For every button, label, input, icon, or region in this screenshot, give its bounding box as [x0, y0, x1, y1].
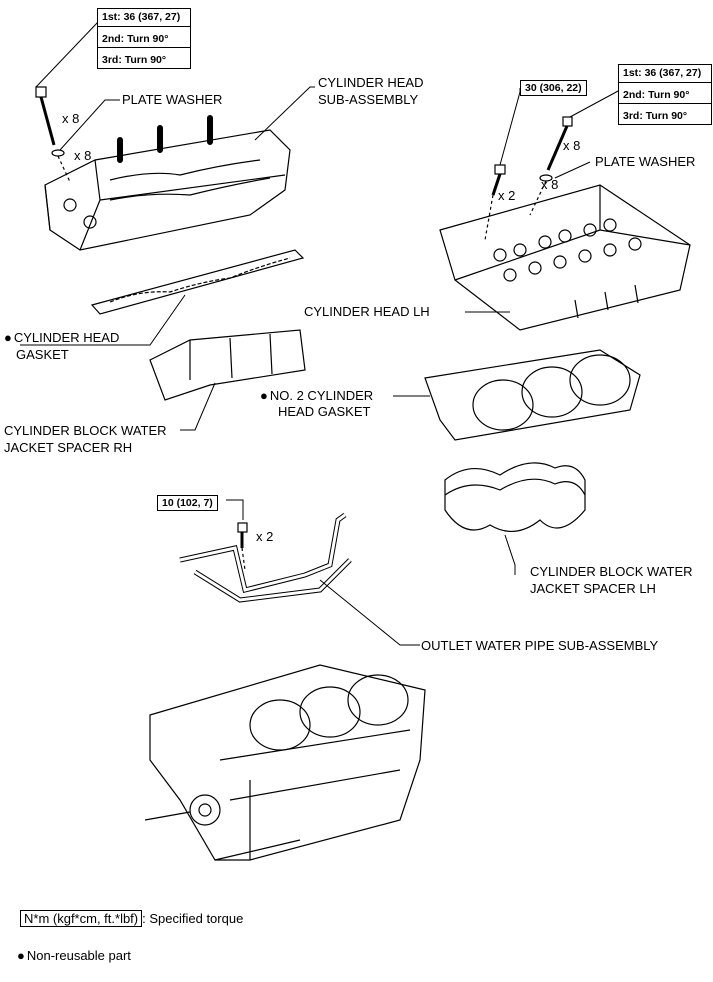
spacer-lh-drawing: [444, 462, 586, 532]
torque-box-rh: 1st: 36 (367, 27) 2nd: Turn 90° 3rd: Tur…: [97, 8, 191, 69]
qty-lh-small-bolt: x 2: [498, 188, 516, 203]
torque-box-pipe-bolt: 10 (102, 7): [157, 495, 218, 511]
spacer-rh-drawing: [149, 329, 306, 401]
torque-lh-second: 2nd: Turn 90°: [619, 82, 711, 103]
label-spacer-rh-2: JACKET SPACER RH: [4, 440, 133, 455]
torque-rh-third: 3rd: Turn 90°: [98, 47, 190, 68]
outlet-pipe-drawing: [179, 512, 352, 603]
label-plate-washer-rh: PLATE WASHER: [122, 92, 223, 107]
label-cylinder-head-sub-2: SUB-ASSEMBLY: [318, 92, 419, 107]
leader-lines: [20, 21, 621, 646]
qty-rh-bolt: x 8: [62, 111, 80, 126]
label-cylinder-head-gasket-2: GASKET: [16, 347, 69, 362]
torque-lh-third: 3rd: Turn 90°: [619, 103, 711, 124]
qty-lh-washer: x 8: [541, 177, 559, 192]
label-spacer-lh-2: JACKET SPACER LH: [530, 581, 656, 596]
label-plate-washer-lh: PLATE WASHER: [595, 154, 696, 169]
qty-rh-washer: x 8: [74, 148, 92, 163]
torque-lh-first: 1st: 36 (367, 27): [623, 67, 702, 79]
legend-non-reusable: Non-reusable part: [17, 948, 131, 964]
qty-pipe-bolt: x 2: [256, 529, 274, 544]
rh-head-bolt-drawing: [35, 86, 71, 183]
legend-torque-unit: N*m (kgf*cm, ft.*lbf): [20, 910, 143, 927]
cylinder-head-rh-drawing: [44, 115, 291, 251]
torque-box-lh: 1st: 36 (367, 27) 2nd: Turn 90° 3rd: Tur…: [618, 64, 712, 125]
label-cylinder-head-sub-1: CYLINDER HEAD: [318, 75, 424, 90]
label-no2-gasket-2: HEAD GASKET: [278, 404, 371, 419]
cylinder-head-lh-drawing: [439, 184, 691, 331]
cylinder-head-gasket-drawing: [90, 249, 305, 315]
torque-rh-second: 2nd: Turn 90°: [98, 26, 190, 47]
label-cylinder-head-lh: CYLINDER HEAD LH: [304, 304, 430, 319]
torque-box-lh-small-bolt: 30 (306, 22): [520, 80, 587, 96]
qty-lh-bolt: x 8: [563, 138, 581, 153]
torque-rh-first: 1st: 36 (367, 27): [102, 11, 181, 23]
no2-gasket-drawing: [424, 349, 641, 441]
label-spacer-lh-1: CYLINDER BLOCK WATER: [530, 564, 693, 579]
lh-head-bolt-drawing: [484, 116, 573, 241]
cylinder-block-drawing: [144, 664, 426, 861]
label-cylinder-head-gasket-1: CYLINDER HEAD: [4, 330, 119, 346]
label-outlet-pipe: OUTLET WATER PIPE SUB-ASSEMBLY: [421, 638, 659, 653]
label-no2-gasket-1: NO. 2 CYLINDER: [260, 388, 373, 404]
legend-torque-desc: : Specified torque: [142, 911, 244, 926]
label-spacer-rh-1: CYLINDER BLOCK WATER: [4, 423, 167, 438]
legend-torque: N*m (kgf*cm, ft.*lbf): Specified torque: [20, 910, 244, 927]
